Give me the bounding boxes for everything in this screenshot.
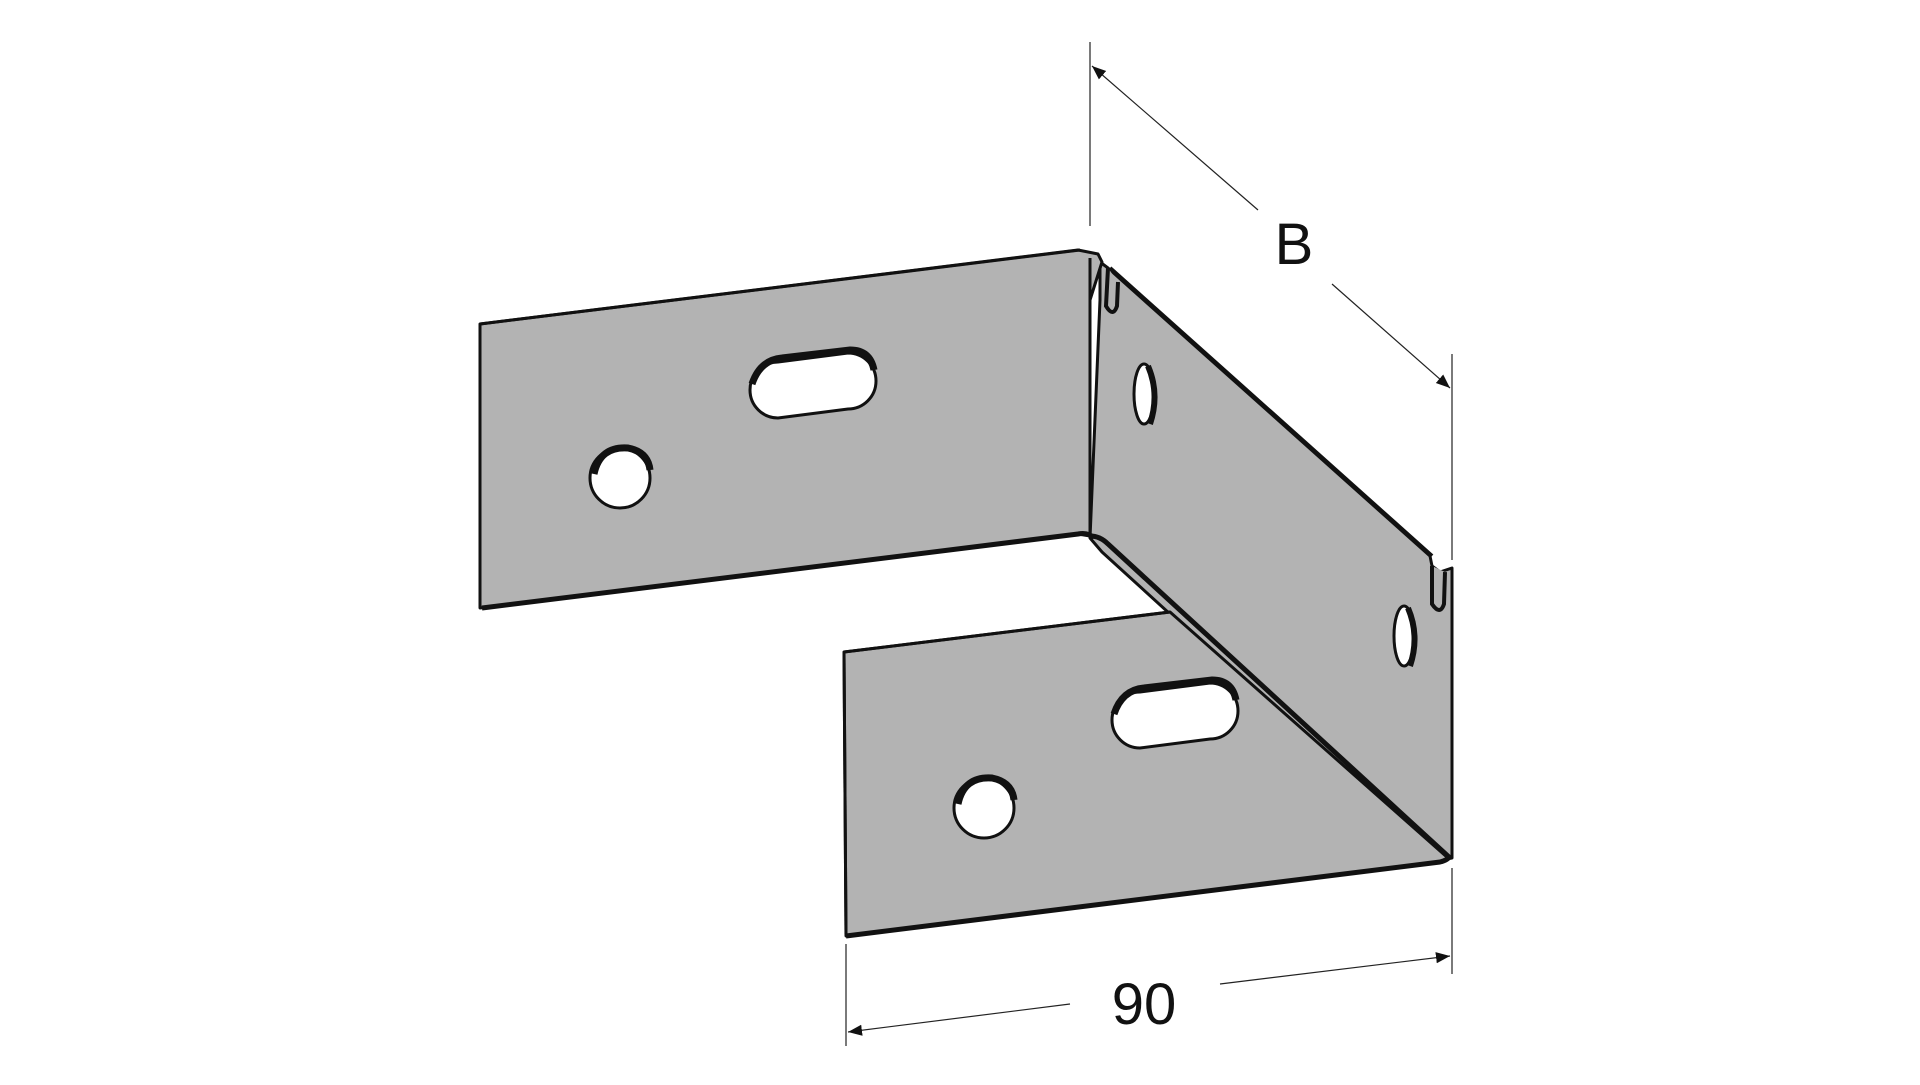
lower-flange-left-edge — [842, 651, 848, 937]
lower-flange-bottom-edge — [845, 854, 1453, 939]
web-top-edge — [1108, 266, 1434, 558]
upper-flange-slot — [748, 346, 878, 420]
lower-flange-top-edge — [843, 610, 1171, 654]
web-hole-lower — [1392, 604, 1418, 668]
dimension-b-arrow-line-lower — [1331, 283, 1451, 389]
upper-flange-top-edge — [479, 248, 1081, 326]
dimension-90-label: 90 — [1112, 972, 1177, 1037]
upper-flange-hole — [588, 444, 654, 510]
dimension-90-arrow-line-left — [847, 1003, 1071, 1036]
web-notch-bottom — [1430, 566, 1447, 612]
upper-flange-plate — [478, 248, 1104, 610]
bracket-web — [1088, 260, 1454, 862]
dimension-90: 90 — [845, 868, 1453, 1046]
web-notch-top — [1103, 267, 1120, 314]
dimension-b-label: B — [1275, 212, 1314, 277]
dimension-90-arrow-line-right — [1219, 952, 1451, 985]
upper-flange-bottom-edge — [481, 531, 1096, 611]
bracket-lower-flange — [842, 610, 1453, 939]
web-hole-upper — [1132, 362, 1158, 426]
lower-flange-slot — [1110, 676, 1240, 750]
lower-flange-hole — [952, 774, 1018, 840]
dimension-b-arrow-line-upper — [1091, 65, 1259, 211]
bracket-upper-flange — [478, 248, 1104, 611]
dimension-b: B — [1089, 42, 1453, 560]
